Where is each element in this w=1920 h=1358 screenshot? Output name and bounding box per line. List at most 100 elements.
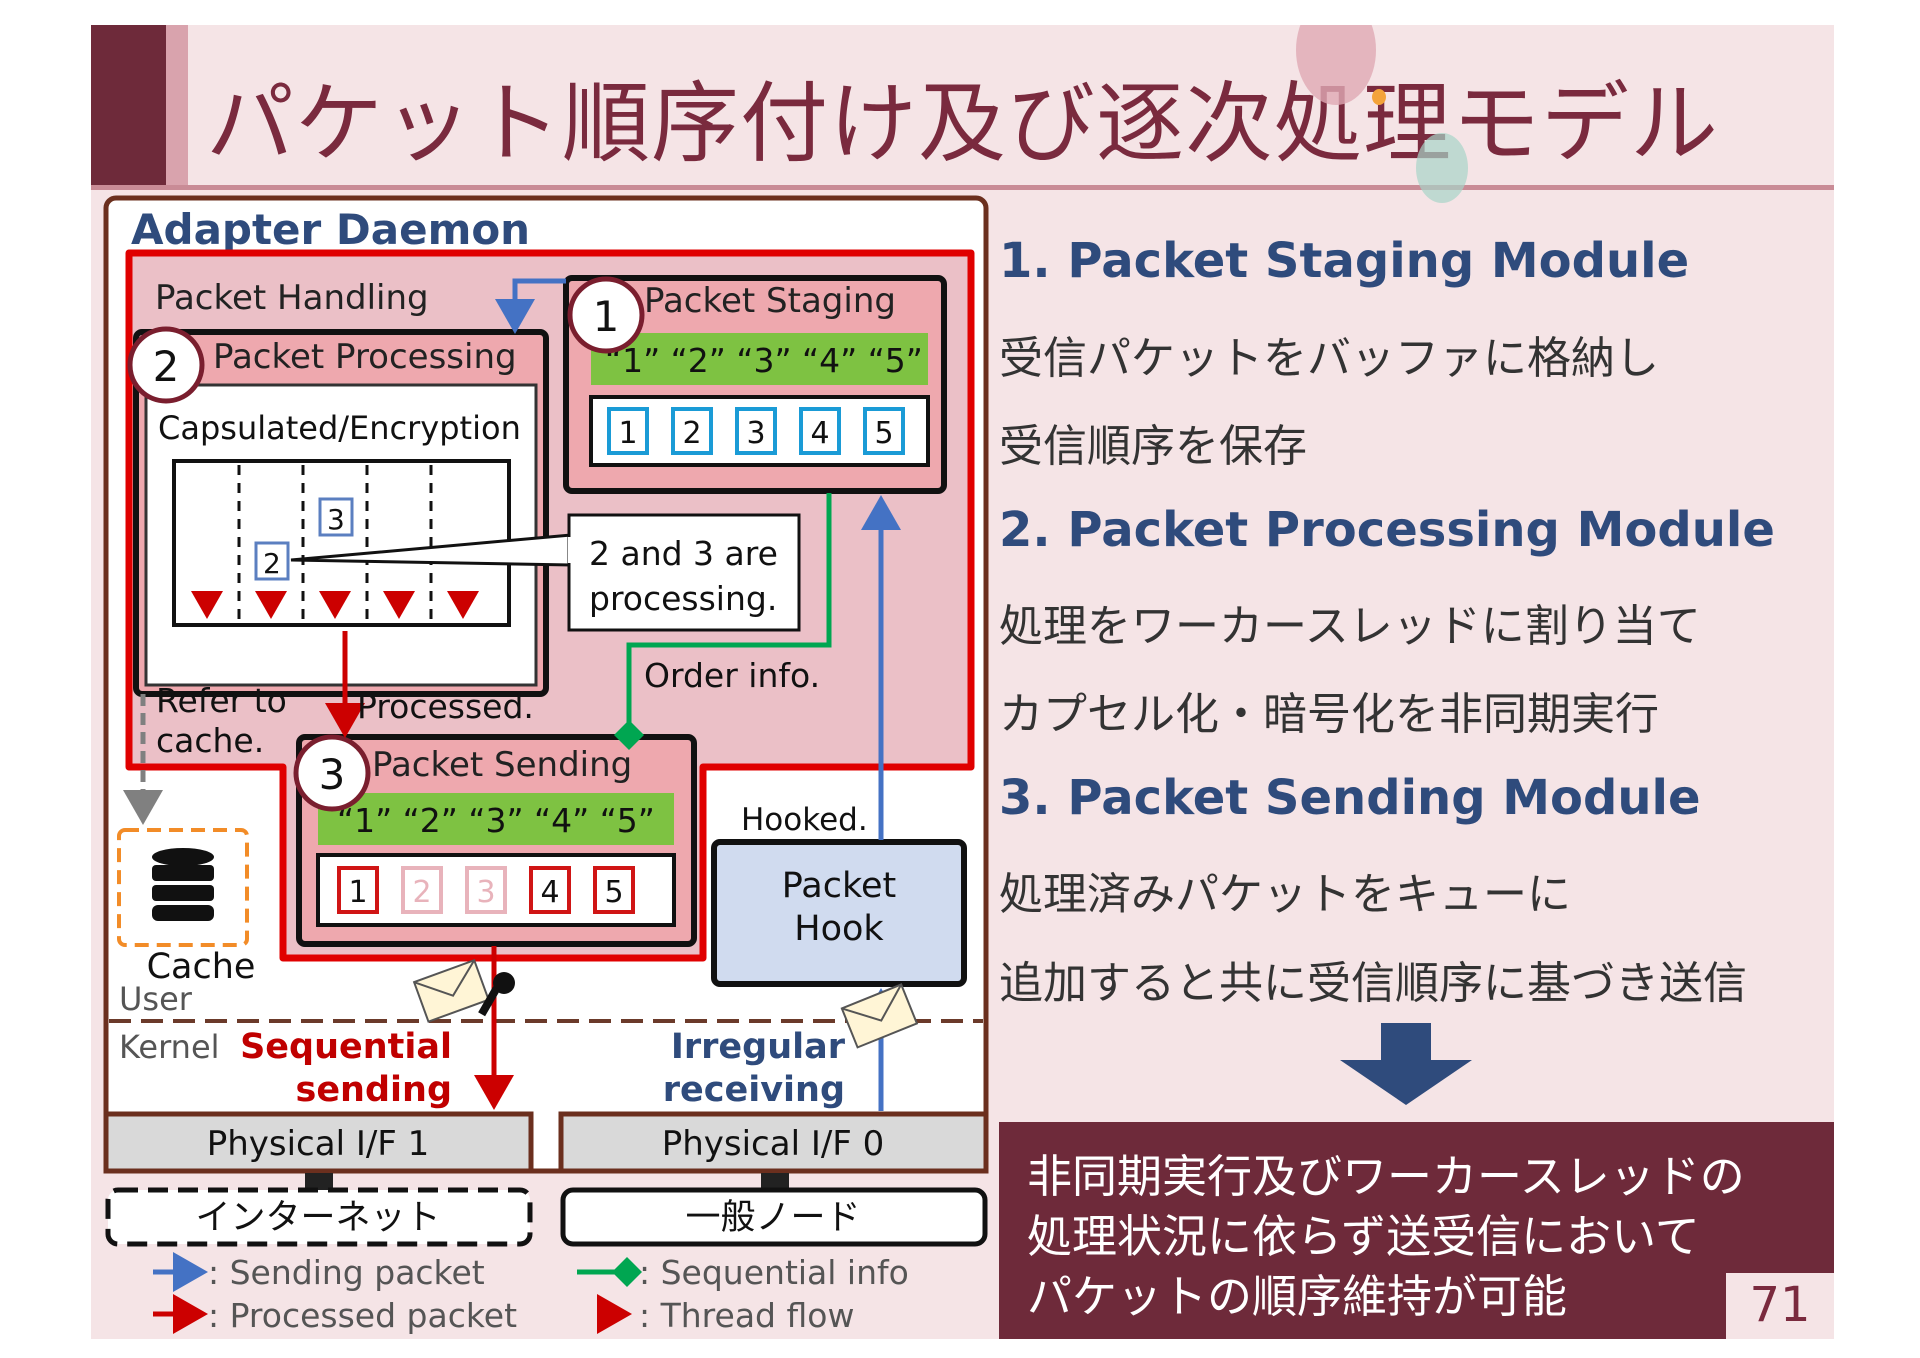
callout-line1: 2 and 3 are	[589, 534, 778, 573]
packet-box	[465, 866, 507, 914]
decor-dot-orange	[1372, 89, 1386, 105]
architecture-diagram: Adapter Daemon Packet Handling Packet Pr…	[103, 195, 989, 1335]
staging-order-bar	[591, 333, 928, 385]
staging-module-desc-2: 受信順序を保存	[999, 421, 1307, 472]
sending-order-bar	[318, 793, 674, 845]
legend-sequential-info: : Sequential info	[639, 1253, 909, 1292]
hooked-label: Hooked.	[741, 802, 868, 838]
badge-processing-number: 2	[153, 342, 180, 391]
sending-module-desc-1: 処理済みパケットをキューに	[999, 869, 1571, 920]
envelope-icon-body	[412, 958, 490, 1023]
receiving-label: receiving	[663, 1070, 845, 1110]
internet-box	[105, 1187, 533, 1247]
packet-label: 3	[746, 416, 765, 451]
packet-hook-line1: Packet	[782, 866, 897, 906]
packet-box	[401, 866, 443, 914]
packet-hook-line2: Hook	[794, 909, 884, 949]
physical-if0-box	[558, 1111, 989, 1174]
packet-staging-label: Packet Staging	[644, 281, 896, 321]
legend-sending-packet: : Sending packet	[208, 1253, 485, 1292]
packet-handling-label: Packet Handling	[155, 278, 429, 318]
thread-packet-3	[318, 497, 354, 537]
down-arrow-shape	[1340, 1023, 1472, 1105]
decor-bubble-teal	[1416, 133, 1468, 203]
kernel-label: Kernel	[119, 1028, 220, 1066]
refer-to-label: Refer to	[156, 681, 287, 720]
cache-word-label: cache.	[156, 721, 264, 760]
packet-processing-label: Packet Processing	[213, 337, 517, 377]
order-info-label: Order info.	[644, 656, 820, 695]
packet-hook-box	[711, 839, 967, 987]
database-icon-band	[152, 885, 214, 901]
packet-label: 2	[412, 875, 431, 910]
thread-dividers	[237, 465, 433, 623]
processing-module-desc-1: 処理をワーカースレッドに割り当て	[999, 601, 1701, 652]
conclusion-line2: 処理状況に依らず送受信において	[1027, 1210, 1700, 1263]
packet-label: 5	[874, 416, 893, 451]
database-icon-band	[152, 905, 214, 921]
sending-label: sending	[295, 1070, 452, 1110]
packet-box	[337, 866, 379, 914]
sending-order-label: “1” “2” “3” “4” “5”	[337, 801, 655, 840]
irregular-label: Irregular	[671, 1027, 846, 1067]
key-icon	[478, 972, 515, 1017]
legend-processed-packet: : Processed packet	[208, 1296, 517, 1335]
general-node-box	[560, 1187, 988, 1247]
adapter-daemon-label: Adapter Daemon	[131, 205, 530, 254]
packet-box	[799, 407, 841, 455]
packet-label: 4	[810, 416, 829, 451]
packet-box	[529, 866, 571, 914]
packet-label: 5	[604, 875, 623, 910]
envelope-icon	[840, 983, 919, 1049]
cache-box	[117, 828, 249, 947]
packet-label: 1	[618, 416, 637, 451]
page-number-box: 71	[1726, 1273, 1834, 1339]
user-label: User	[119, 980, 193, 1018]
processing-callout	[567, 513, 801, 632]
capsulated-encryption-label: Capsulated/Encryption	[158, 409, 521, 447]
slide: パケット順序付け及び逐次処理モデル Adapter Daemon Packet …	[91, 25, 1834, 1339]
envelope-icon-body	[840, 983, 919, 1049]
order-info-arrow	[614, 493, 832, 750]
key-icon-bow	[493, 972, 515, 994]
if1-connector	[305, 1173, 333, 1190]
packet-box	[735, 407, 777, 455]
staging-module-desc-1: 受信パケットをバッファに格納し	[999, 333, 1659, 384]
staging-order-label: “1” “2” “3” “4” “5”	[605, 341, 923, 380]
database-icon-top	[152, 848, 214, 866]
title-accent-stripe	[166, 25, 188, 185]
badge-processing	[127, 326, 205, 404]
staging-inflow-arrow	[495, 278, 566, 334]
staging-packet-row: 1 2 3 4 5	[607, 407, 905, 455]
database-icon-band	[152, 865, 214, 881]
packet-box	[593, 866, 635, 914]
packet-label: 3	[476, 875, 495, 910]
thread-flows	[191, 465, 479, 619]
badge-staging-number: 1	[593, 292, 620, 341]
sending-packet-row: 1 2 3 4 5	[337, 866, 635, 914]
sequential-label: Sequential	[240, 1027, 452, 1067]
processing-module-heading: 2. Packet Processing Module	[999, 502, 1775, 558]
conclusion-box: 非同期実行及びワーカースレッドの 処理状況に依らず送受信において パケットの順序…	[999, 1122, 1834, 1339]
conclusion-line1: 非同期実行及びワーカースレッドの	[1027, 1150, 1745, 1203]
general-node-label: 一般ノード	[685, 1198, 860, 1238]
badge-sending-number: 3	[319, 750, 346, 799]
title-band	[91, 25, 1834, 185]
thread-packet-2-label: 2	[263, 547, 281, 580]
cache-label: Cache	[147, 947, 256, 987]
packet-box	[863, 407, 905, 455]
down-arrow-icon	[1340, 1023, 1472, 1105]
processed-label: Processed.	[357, 687, 534, 726]
staging-module-heading: 1. Packet Staging Module	[999, 233, 1690, 289]
key-icon-shaft	[478, 986, 501, 1017]
packet-label: 1	[348, 875, 367, 910]
internet-label: インターネット	[195, 1198, 440, 1238]
database-icon	[152, 848, 214, 921]
packet-label: 4	[540, 875, 559, 910]
packet-box	[607, 407, 649, 455]
envelope-icon-flap	[413, 959, 476, 997]
packet-label: 2	[682, 416, 701, 451]
packet-sending-label: Packet Sending	[372, 745, 632, 785]
sending-module-desc-2: 追加すると共に受信順序に基づき送信	[999, 958, 1747, 1009]
envelope-icon	[412, 958, 490, 1023]
